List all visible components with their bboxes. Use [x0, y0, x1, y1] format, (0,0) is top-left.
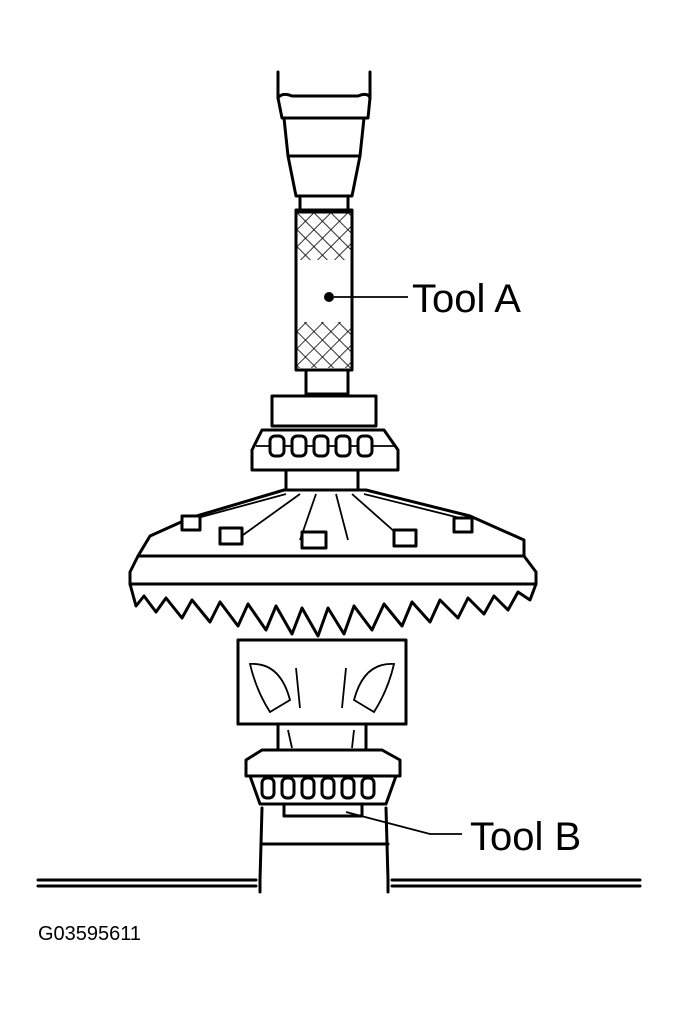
differential-case [136, 488, 526, 558]
differential-carrier-body [236, 638, 408, 752]
tool-a-label: Tool A [412, 277, 521, 321]
tool-b-label: Tool B [470, 815, 581, 859]
lower-bearing-rollers [260, 776, 376, 800]
ring-gear-bolts [180, 514, 474, 550]
upper-bearing-rollers [268, 434, 374, 458]
tool-b-support [258, 802, 390, 894]
press-bed [36, 878, 642, 888]
tool-b-leader-line [345, 811, 462, 835]
tool-a-callout-dot [324, 292, 334, 302]
upper-bearing [250, 394, 400, 492]
lower-bearing [244, 748, 402, 806]
ring-gear [128, 554, 538, 638]
figure-id: G03595611 [38, 923, 141, 945]
tool-a-installer-shaft [294, 208, 354, 396]
press-ram [276, 70, 372, 212]
